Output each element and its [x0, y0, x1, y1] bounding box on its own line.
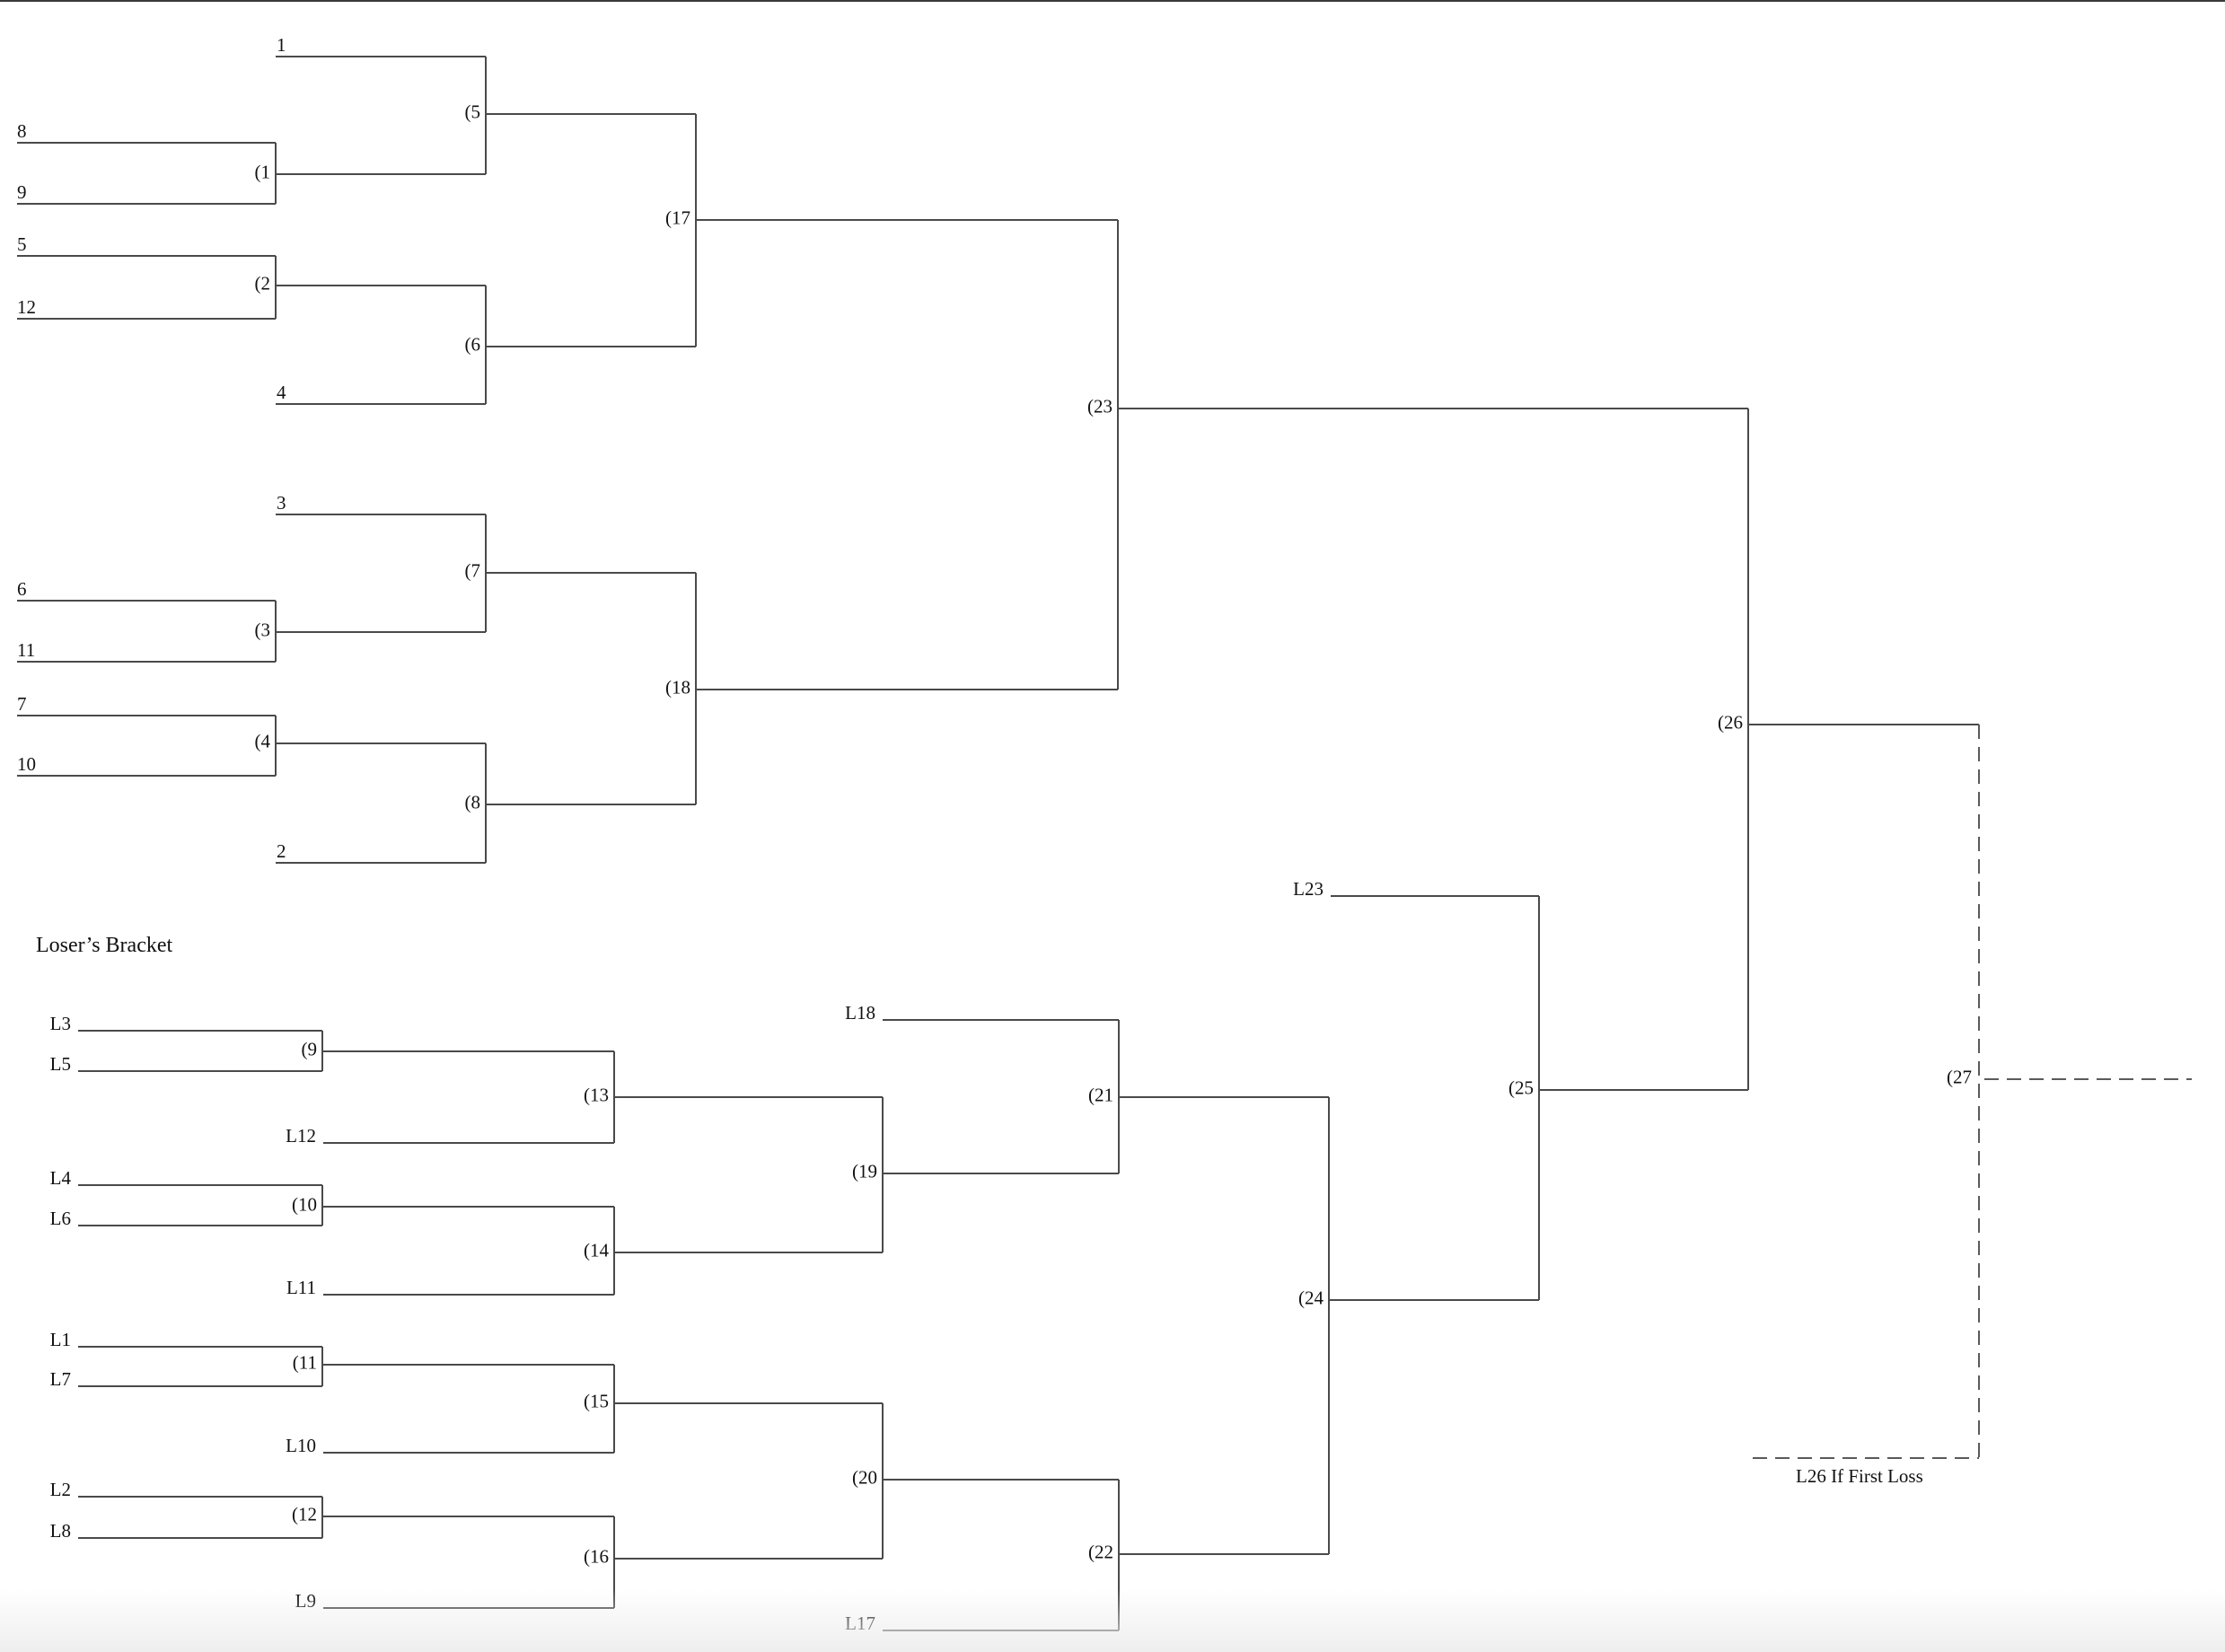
seed-label: 8	[17, 120, 27, 142]
match-number-label: (6	[464, 333, 481, 356]
loser-entry-label: L4	[49, 1167, 71, 1190]
match-number-label: (26	[1718, 711, 1743, 734]
loser-entry-label: L9	[295, 1590, 316, 1612]
seed-label: 7	[17, 693, 27, 715]
dashed-connector-lines	[1753, 725, 2192, 1459]
loser-entry-label: L6	[49, 1208, 71, 1230]
match-number-label: (2	[254, 272, 271, 294]
match-number-label: (8	[464, 791, 481, 813]
match-number-label: (24	[1298, 1287, 1324, 1309]
solid-connector-lines	[17, 56, 1979, 1631]
seed-label: 2	[277, 840, 286, 862]
match-number-label: (19	[852, 1160, 877, 1182]
losers-bracket-title: Loser’s Bracket	[36, 934, 173, 957]
match-number-label: (14	[584, 1239, 609, 1261]
loser-entry-label: L23	[1293, 878, 1324, 901]
loser-entry-label: L7	[49, 1368, 71, 1391]
loser-entry-label: L8	[49, 1520, 71, 1542]
loser-entry-label: L11	[286, 1277, 316, 1299]
match-number-label: (7	[464, 559, 481, 582]
loser-entry-label: L12	[286, 1125, 316, 1147]
match-number-label: (20	[852, 1466, 877, 1489]
seed-label: 12	[17, 296, 36, 318]
seed-label: 10	[17, 753, 36, 775]
match-number-label: (10	[292, 1193, 317, 1216]
loser-entry-label: L1	[49, 1329, 71, 1351]
match-number-label: (25	[1508, 1076, 1534, 1099]
match-number-label: (18	[665, 676, 690, 699]
seed-label: 11	[17, 639, 36, 661]
match-number-label: (17	[665, 206, 690, 229]
match-number-label: (15	[584, 1390, 609, 1412]
match-number-label: (11	[292, 1351, 317, 1374]
seed-label: 9	[17, 181, 27, 203]
if-first-loss-note: L26 If First Loss	[1796, 1465, 1923, 1487]
loser-entry-label: L3	[49, 1013, 71, 1035]
match-number-label: (12	[292, 1503, 317, 1525]
loser-entry-label: L17	[845, 1612, 875, 1635]
match-number-label: (3	[254, 619, 271, 641]
match-number-label: (5	[464, 101, 481, 123]
match-number-label: (23	[1087, 395, 1112, 417]
loser-entry-label: L10	[286, 1435, 316, 1457]
seed-label: 4	[277, 382, 286, 403]
match-number-label: (1	[254, 161, 271, 183]
match-number-label: (16	[584, 1545, 609, 1568]
match-number-label: (13	[584, 1084, 609, 1106]
match-number-label: (21	[1088, 1084, 1113, 1106]
match-number-label: (27	[1947, 1066, 1972, 1088]
top-border	[0, 0, 2225, 2]
loser-entry-label: L2	[49, 1479, 71, 1501]
seed-label: 6	[17, 578, 27, 600]
seed-label: 1	[277, 34, 286, 56]
match-number-label: (4	[254, 730, 271, 752]
loser-entry-label: L5	[49, 1053, 71, 1076]
seed-label: 3	[277, 492, 286, 514]
loser-entry-label: L18	[845, 1002, 875, 1024]
seed-label: 5	[17, 233, 27, 255]
match-number-label: (9	[301, 1038, 318, 1060]
match-number-label: (22	[1088, 1541, 1113, 1563]
